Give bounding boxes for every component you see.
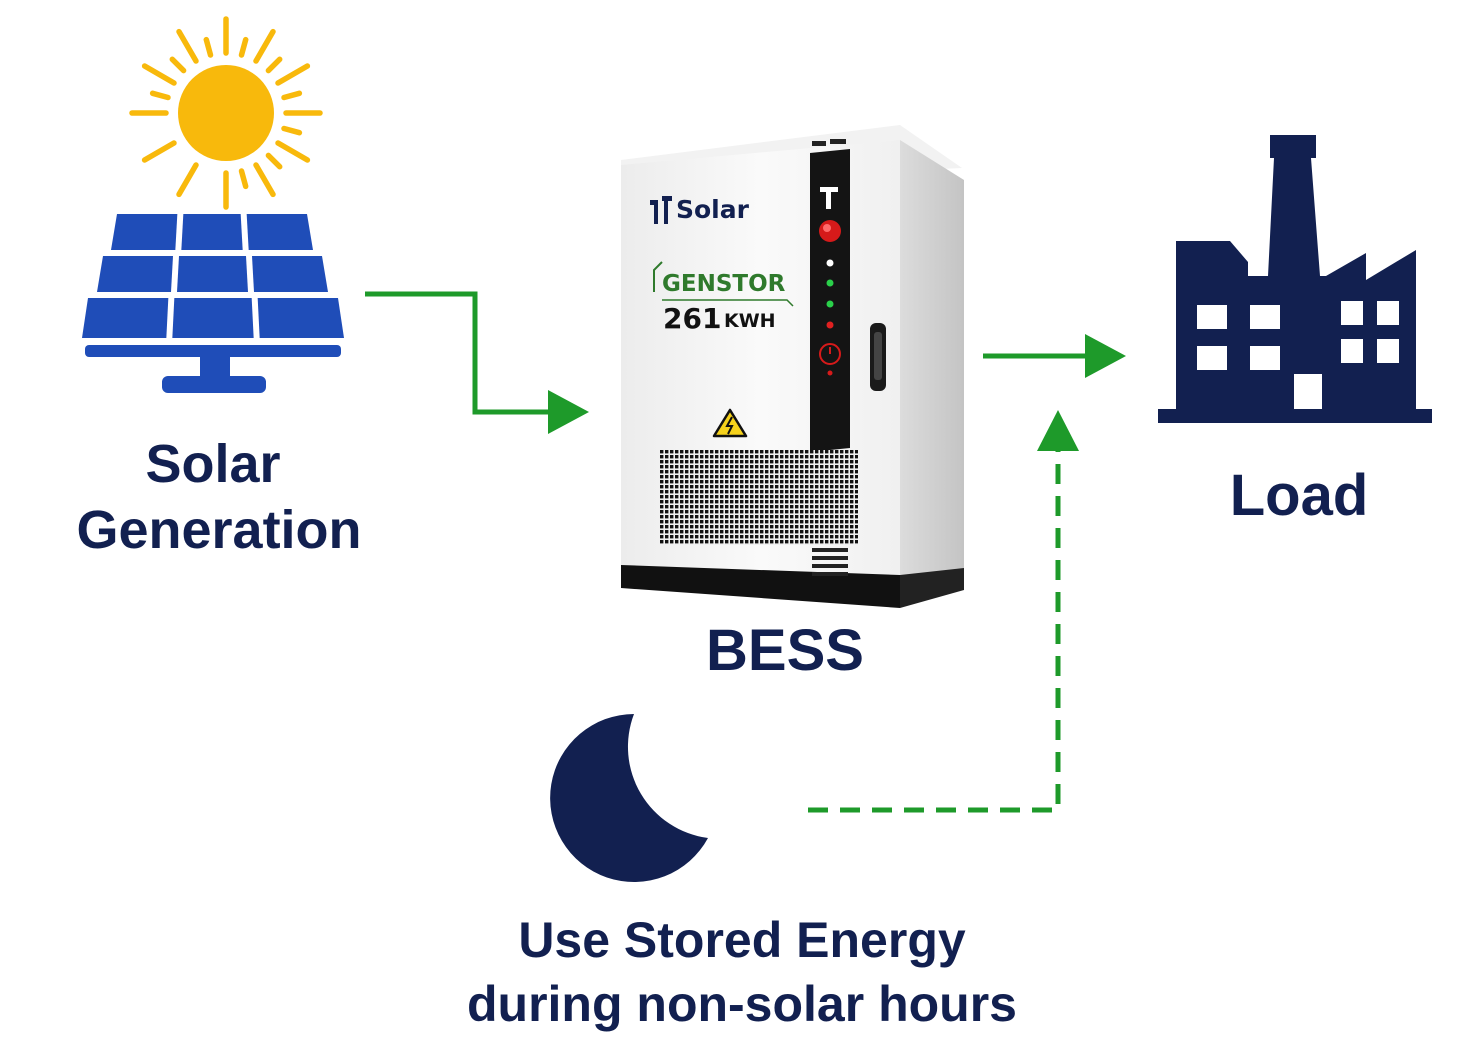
solar-panel-cell (252, 256, 328, 292)
solar-label-line2: Generation (76, 500, 361, 560)
bess-brand-label: Solar (676, 195, 750, 224)
sun-ray (203, 36, 214, 58)
sun-ray (238, 168, 249, 190)
solar-panel-cell (177, 256, 248, 292)
sun-ray (265, 56, 283, 74)
solar-panel-cell (246, 214, 313, 250)
load-label: Load (1230, 463, 1369, 528)
sun-ray (141, 63, 177, 86)
factory-icon (1158, 135, 1432, 423)
sun-ray (149, 90, 171, 101)
sun-icon (129, 16, 323, 210)
solar-panel-cell (82, 298, 169, 338)
solar-panel-cell (181, 214, 243, 250)
sun-ray (253, 162, 276, 198)
sun-ray (253, 28, 276, 64)
sun-ray (176, 28, 199, 64)
sun-ray (275, 63, 311, 86)
bess-capacity-value: 261 (663, 302, 721, 335)
sun-ray (169, 56, 187, 74)
solar-panel-cell (111, 214, 178, 250)
sun-ray (281, 90, 303, 101)
solar-label-line1: Solar (145, 434, 280, 494)
solar-panel-icon (82, 214, 344, 393)
sun-ray (265, 152, 283, 170)
night-label-line1: Use Stored Energy (518, 912, 966, 968)
bess-capacity-unit: KWH (724, 310, 776, 332)
sun-ray (281, 125, 303, 136)
sun-ray (141, 140, 177, 163)
warning-icon (712, 408, 748, 438)
solar-panel-cell (172, 298, 254, 338)
bess-model-label: GENSTOR (662, 271, 786, 297)
sun-ray (176, 162, 199, 198)
sun-ray (238, 36, 249, 58)
sun-ray (275, 140, 311, 163)
arrow-solar-to-bess (365, 291, 589, 434)
solar-panel-cell (257, 298, 344, 338)
arrow-bess-to-load (983, 334, 1126, 378)
night-label-line2: during non-solar hours (467, 976, 1017, 1032)
solar-panel-cell (97, 256, 173, 292)
bess-label: BESS (706, 618, 864, 683)
moon-icon (550, 714, 708, 882)
battery-cabinet-icon (621, 125, 964, 608)
arrow-night-to-load (808, 410, 1079, 813)
